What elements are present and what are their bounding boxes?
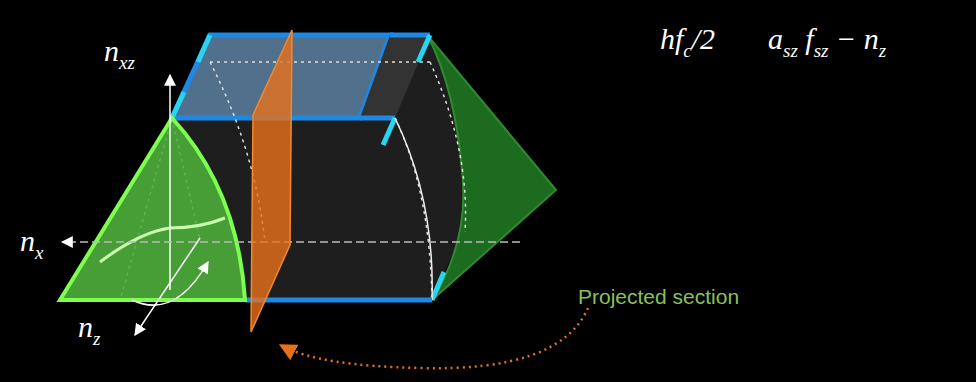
symbol: n (104, 34, 119, 67)
symbol: a (768, 22, 783, 55)
symbol: f (798, 22, 814, 55)
rotation-arrow (132, 262, 208, 305)
subscript: c (683, 40, 691, 61)
axis-nxz (169, 75, 171, 290)
math-label: hfc/2 (660, 24, 715, 54)
subscript: z (879, 40, 886, 61)
subscript: sz (814, 40, 829, 61)
symbol: hf (660, 22, 683, 55)
math-label: asz fsz − nz (768, 24, 886, 54)
symbol: n (78, 310, 93, 343)
symbol: − n (828, 22, 878, 55)
subscript: z (93, 328, 100, 349)
edge-curve (395, 118, 432, 300)
top-edge (390, 33, 430, 38)
left-face (60, 118, 245, 300)
symbol: n (20, 224, 35, 257)
math-label: nx (20, 226, 43, 256)
math-label: nxz (104, 36, 135, 66)
section-plane (251, 30, 292, 332)
top-face-right (360, 35, 430, 118)
note-label: Projected section (578, 286, 739, 307)
leader-arrow (282, 308, 588, 368)
symbol: /2 (692, 22, 715, 55)
subscript: xz (119, 52, 135, 73)
right-face (428, 36, 556, 300)
subscript: sz (783, 40, 798, 61)
bottom-edge (245, 298, 432, 303)
section-curve (100, 218, 225, 262)
axis-nx (62, 241, 520, 243)
subscript: x (35, 242, 43, 263)
top-edge (360, 116, 395, 121)
math-label: nz (78, 312, 100, 342)
